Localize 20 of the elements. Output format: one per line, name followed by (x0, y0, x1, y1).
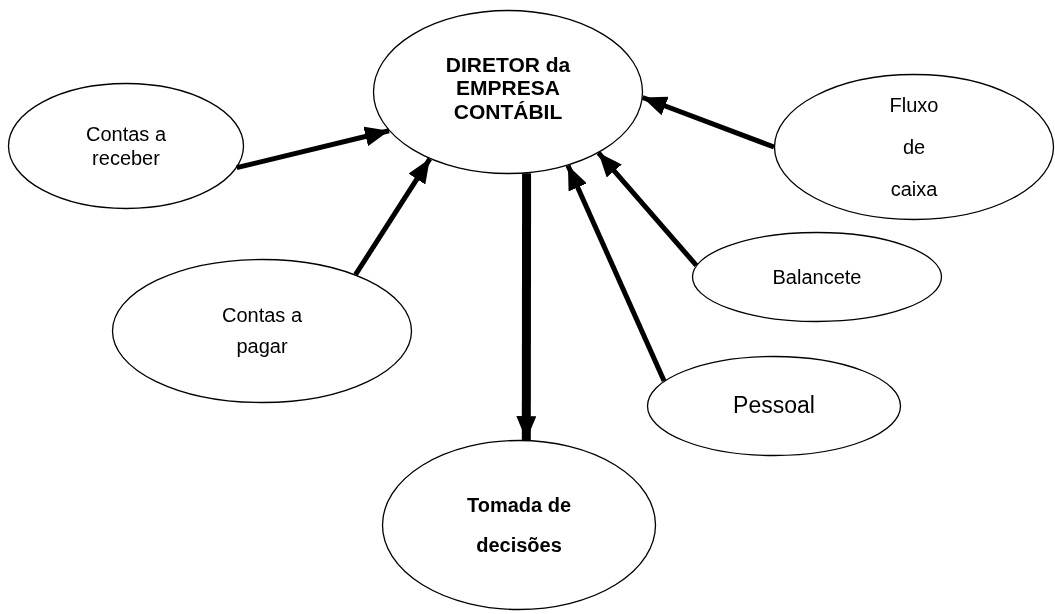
node-label: Contas a receber (84, 122, 168, 170)
ellipse-node (112, 259, 412, 403)
arrow (641, 95, 775, 150)
node-label: Balancete (771, 265, 863, 289)
ellipse-node (8, 83, 244, 209)
arrow (353, 157, 432, 277)
node-label: DIRETOR da EMPRESA CONTÁBIL (445, 53, 571, 123)
arrow (516, 173, 537, 441)
node-label: Pessoal (732, 392, 816, 420)
ellipse-node (373, 10, 643, 174)
arrow (596, 151, 699, 267)
ellipse-node (692, 232, 942, 322)
ellipse-node (774, 74, 1054, 220)
arrow (565, 164, 667, 382)
ellipse-node (382, 440, 656, 610)
node-label: Tomada de decisões (465, 493, 573, 558)
node-label: Contas a pagar (220, 303, 304, 359)
node-label: Fluxo de caixa (888, 93, 940, 202)
arrow (236, 126, 390, 171)
ellipse-node (647, 356, 901, 456)
